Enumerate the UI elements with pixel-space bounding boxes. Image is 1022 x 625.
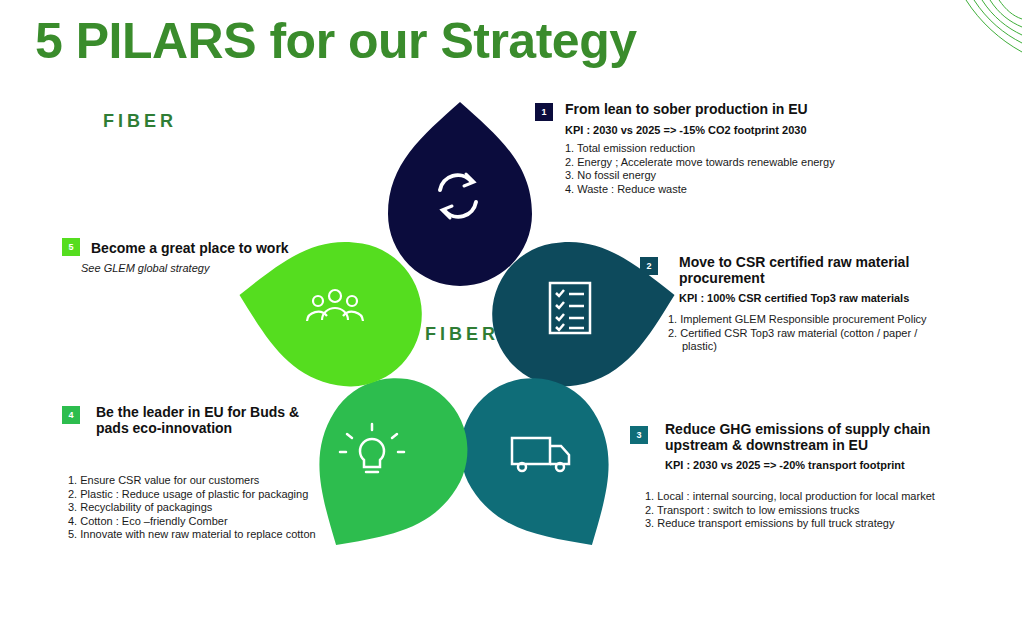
page-title: 5 PILARS for our Strategy (35, 12, 637, 70)
pillar-node: 1From lean to sober production in EUKPI … (565, 101, 865, 196)
pillar-node: 4Be the leader in EU for Buds & pads eco… (96, 404, 316, 542)
action-item: 3. No fossil energy (565, 169, 865, 183)
fiber-label: FIBER (103, 111, 177, 132)
action-item: 2. Certified CSR Top3 raw material (cott… (668, 327, 942, 354)
pillar-heading: Be the leader in EU for Buds & pads eco-… (96, 404, 316, 436)
callout-number: 4 (62, 406, 80, 424)
decor-lines (966, 0, 1022, 52)
cycle-icon (440, 174, 476, 218)
action-item: 2. Energy ; Accelerate move towards rene… (565, 156, 865, 170)
petal-3 (433, 351, 653, 583)
note-text: See GLEM global strategy (81, 261, 311, 275)
action-item: 3. Recyclability of packagings (68, 501, 322, 515)
checklist-icon (550, 283, 590, 333)
truck-icon (512, 438, 569, 471)
callout-number: 5 (62, 238, 80, 256)
people-icon (307, 290, 363, 321)
pillar-heading: Move to CSR certified raw material procu… (679, 254, 941, 286)
pillar-node: 3Reduce GHG emissions of supply chain up… (665, 421, 933, 531)
action-item: 5. Innovate with new raw material to rep… (68, 528, 322, 542)
action-item: 2. Plastic : Reduce usage of plastic for… (68, 488, 322, 502)
callout-number: 3 (630, 426, 648, 444)
kpi-text: KPI : 100% CSR certified Top3 raw materi… (679, 291, 941, 305)
action-item: 1. Ensure CSR value for our customers (68, 474, 322, 488)
bulb-icon (340, 424, 404, 472)
pillar-node: 2Move to CSR certified raw material proc… (679, 254, 941, 354)
fiber-label: FIBER (425, 324, 499, 345)
pillar-heading: Become a great place to work (91, 240, 311, 256)
action-item: 1. Total emission reduction (565, 142, 865, 156)
callout-number: 1 (535, 103, 553, 121)
kpi-text: KPI : 2030 vs 2025 => -20% transport foo… (665, 458, 933, 472)
pillar-heading: From lean to sober production in EU (565, 101, 865, 117)
pillar-heading: Reduce GHG emissions of supply chain ups… (665, 421, 933, 453)
action-item: 1. Local : internal sourcing, local prod… (645, 490, 959, 504)
petal-2 (481, 224, 687, 398)
petal-4 (275, 351, 495, 583)
action-item: 4. Cotton : Eco –friendly Comber (68, 515, 322, 529)
action-item: 1. Implement GLEM Responsible procuremen… (668, 313, 942, 327)
action-item: 2. Transport : switch to low emissions t… (645, 504, 959, 518)
action-item: 3. Reduce transport emissions by full tr… (645, 517, 959, 531)
kpi-text: KPI : 2030 vs 2025 => -15% CO2 footprint… (565, 123, 865, 137)
pillar-node: 5Become a great place to workSee GLEM gl… (91, 240, 311, 275)
action-item: 4. Waste : Reduce waste (565, 183, 865, 197)
petal-1 (388, 102, 532, 286)
callout-number: 2 (640, 257, 658, 275)
